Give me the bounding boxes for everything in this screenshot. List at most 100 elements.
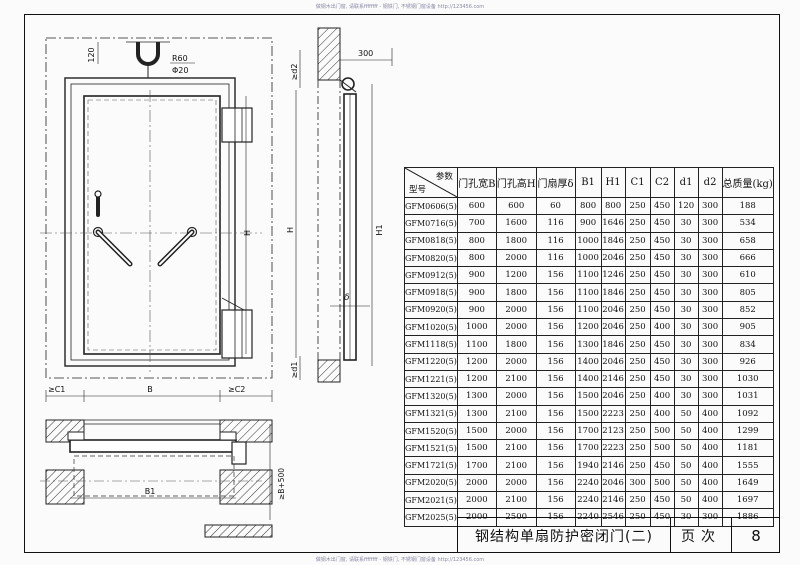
model-cell: GFM1320(5) <box>404 387 458 406</box>
value-cell: 50 <box>673 456 699 475</box>
title-block: 钢结构单扇防护密闭门(二) 页次 8 <box>457 517 780 553</box>
value-cell: 156 <box>535 491 576 510</box>
value-cell: 500 <box>649 421 675 441</box>
value-cell: 450 <box>649 231 675 250</box>
value-cell: 300 <box>697 352 723 371</box>
upper-hinge <box>221 107 253 143</box>
value-cell: 1030 <box>721 369 774 389</box>
table-header-cell: d2 <box>697 167 723 198</box>
dim-120: 120 <box>87 47 96 62</box>
table-header-cell: d1 <box>673 167 699 198</box>
value-cell: 300 <box>697 387 723 406</box>
value-cell: 188 <box>721 196 774 216</box>
value-cell: 800 <box>574 196 602 216</box>
dim-C2: ≥C2 <box>228 385 245 394</box>
value-cell: 30 <box>673 214 699 233</box>
wall-upper <box>317 27 341 81</box>
value-cell: 300 <box>697 283 723 302</box>
value-cell: 2000 <box>456 491 497 510</box>
value-cell: 450 <box>649 335 675 354</box>
value-cell: 30 <box>673 387 699 406</box>
value-cell: 30 <box>673 231 699 250</box>
value-cell: 2000 <box>495 421 537 441</box>
value-cell: 1300 <box>456 404 497 423</box>
value-cell: 805 <box>721 283 774 302</box>
value-cell: 2046 <box>600 318 626 337</box>
value-cell: 116 <box>535 248 576 268</box>
value-cell: 1649 <box>721 473 774 493</box>
drawing-title: 钢结构单扇防护密闭门(二) <box>458 518 671 553</box>
value-cell: 1500 <box>574 404 602 423</box>
value-cell: 2000 <box>456 473 497 493</box>
value-cell: 450 <box>649 196 675 216</box>
value-cell: 2223 <box>600 439 626 458</box>
value-cell: 250 <box>624 214 651 233</box>
value-cell: 1800 <box>495 283 537 302</box>
value-cell: 1246 <box>600 266 626 285</box>
model-cell: GFM1321(5) <box>404 404 458 423</box>
value-cell: 156 <box>535 473 576 493</box>
value-cell: 2046 <box>600 248 626 268</box>
model-cell: GFM1721(5) <box>404 456 458 475</box>
value-cell: 666 <box>721 248 774 268</box>
value-cell: 300 <box>697 231 723 250</box>
value-cell: 156 <box>535 369 576 389</box>
value-cell: 30 <box>673 369 699 389</box>
dim-B: B <box>147 385 153 394</box>
watermark-top: 做钢木出门窗, 请联系ffffffff - 钢铁门, 不锈钢门窗设备 http:… <box>315 4 485 10</box>
value-cell: 1846 <box>600 231 626 250</box>
value-cell: 600 <box>456 196 497 216</box>
value-cell: 2240 <box>574 473 602 493</box>
sheet-frame <box>24 14 780 553</box>
value-cell: 250 <box>624 387 651 406</box>
model-cell: GFM0912(5) <box>404 266 458 285</box>
value-cell: 1300 <box>574 335 602 354</box>
value-cell: 610 <box>721 266 774 285</box>
dim-B500: ≥B+500 <box>277 468 286 500</box>
value-cell: 700 <box>456 214 497 233</box>
value-cell: 300 <box>697 369 723 389</box>
value-cell: 156 <box>535 266 576 285</box>
table-header-cell: 总质量(kg) <box>721 167 774 198</box>
value-cell: 400 <box>697 404 723 423</box>
wall-lower <box>317 359 341 383</box>
value-cell: 2046 <box>600 352 626 371</box>
value-cell: 2146 <box>600 491 626 510</box>
wall-opening-outline <box>45 37 273 379</box>
value-cell: 30 <box>673 266 699 285</box>
corner-model-label: 型号 <box>409 185 427 195</box>
value-cell: 450 <box>649 283 675 302</box>
value-cell: 1100 <box>456 335 497 354</box>
value-cell: 400 <box>697 473 723 493</box>
dim-B1: B1 <box>145 487 156 496</box>
value-cell: 450 <box>649 266 675 285</box>
value-cell: 2046 <box>600 473 626 493</box>
value-cell: 1846 <box>600 283 626 302</box>
value-cell: 156 <box>535 439 576 458</box>
value-cell: 250 <box>624 196 651 216</box>
front-elevation: 120 R60 Φ20 H <box>40 37 273 379</box>
value-cell: 250 <box>624 456 651 475</box>
value-cell: 250 <box>624 283 651 302</box>
value-cell: 1600 <box>495 214 537 233</box>
value-cell: 1031 <box>721 387 774 406</box>
value-cell: 1800 <box>495 231 537 250</box>
value-cell: 400 <box>697 439 723 458</box>
lifting-hook <box>136 42 160 66</box>
value-cell: 2000 <box>495 473 537 493</box>
table-header-cell: 门扇厚δ <box>535 167 576 198</box>
value-cell: 1700 <box>574 439 602 458</box>
locking-handles <box>92 190 198 267</box>
value-cell: 450 <box>649 491 675 510</box>
value-cell: 450 <box>649 352 675 371</box>
label-r60: R60 <box>172 54 188 63</box>
value-cell: 2100 <box>495 491 537 510</box>
value-cell: 834 <box>721 335 774 354</box>
